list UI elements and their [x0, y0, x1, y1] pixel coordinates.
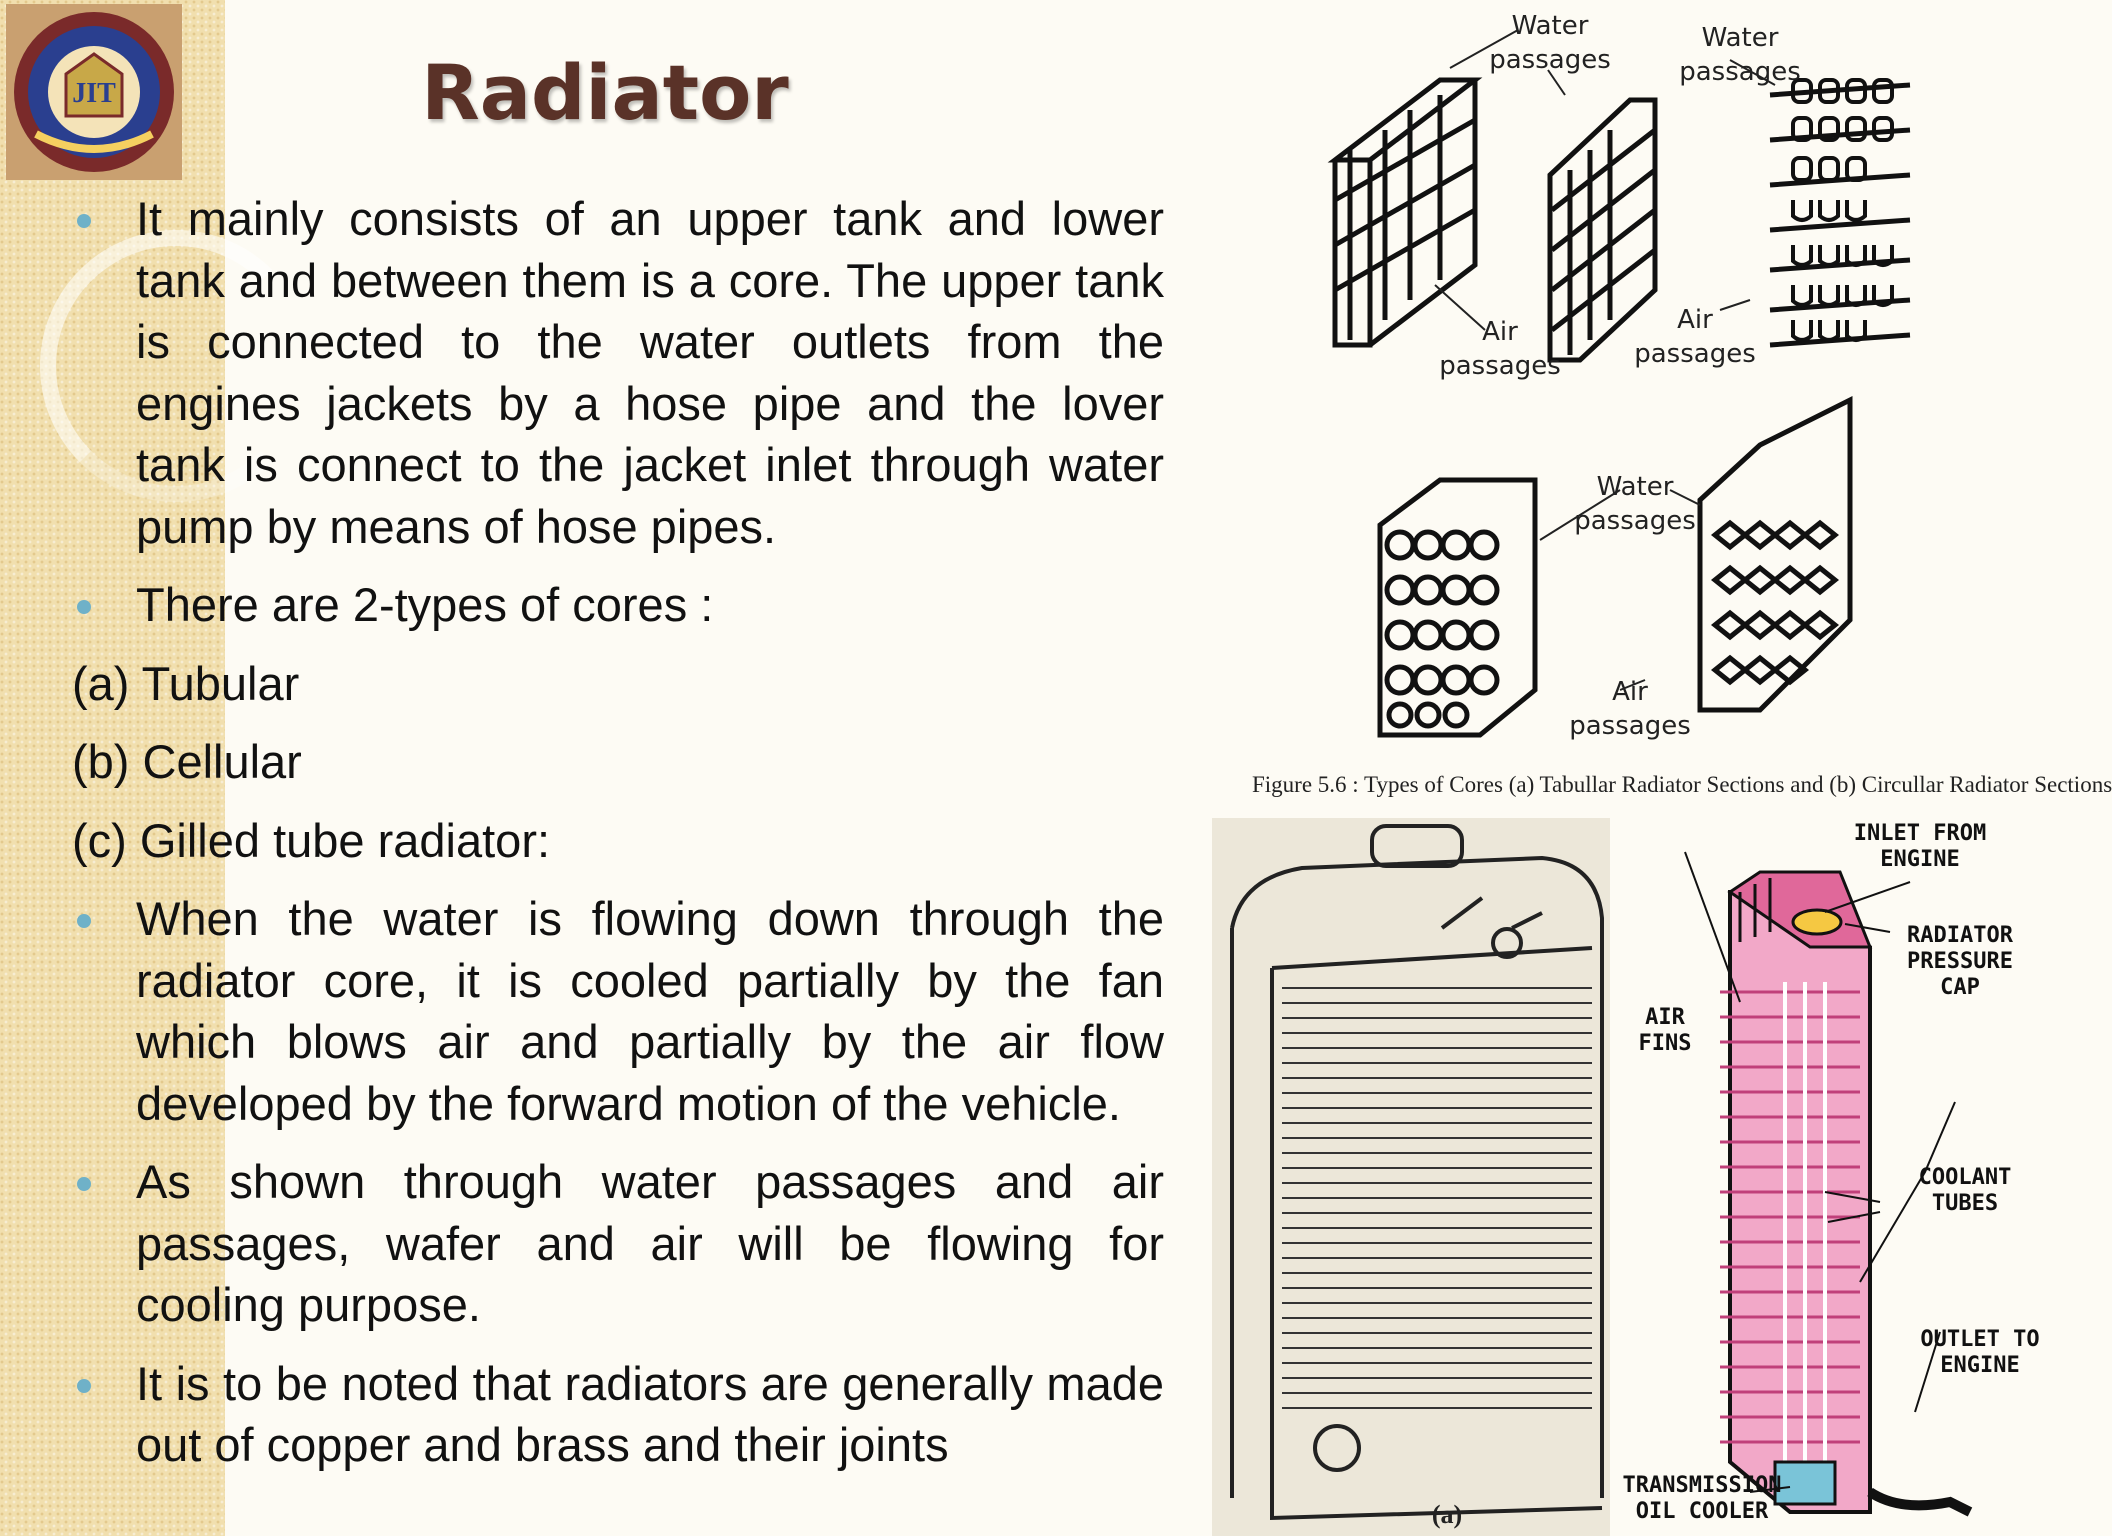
cutaway-label: TRANSMISSION — [1623, 1473, 1782, 1498]
cores-label: passages — [1439, 351, 1561, 381]
sub-item: (a) Tubular — [72, 656, 300, 710]
cores-label: passages — [1489, 45, 1611, 75]
figure-caption: Figure 5.6 : Types of Cores (a) Tabullar… — [1252, 772, 2112, 797]
cutaway-label: ENGINE — [1940, 1353, 2019, 1378]
bullet-item: It mainly consists of an upper tank and … — [72, 188, 1164, 557]
cores-label: Air — [1677, 305, 1713, 335]
cutaway-label: PRESSURE — [1907, 949, 2013, 974]
cutaway-label: AIR — [1645, 1005, 1685, 1030]
pressure-cap-icon — [1791, 908, 1843, 936]
cutaway-label: TUBES — [1932, 1191, 1998, 1216]
cores-label: Air — [1612, 677, 1648, 707]
cores-label: passages — [1679, 57, 1801, 87]
cores-label: passages — [1569, 711, 1691, 741]
cutaway-label: CAP — [1940, 975, 1980, 1000]
bullet-item: It is to be noted that radiators are gen… — [72, 1353, 1164, 1476]
radiator-figure-label: (a) — [1432, 1500, 1462, 1529]
slide-body: It mainly consists of an upper tank and … — [72, 188, 1164, 1493]
cutaway-label: INLET FROM — [1854, 821, 1986, 846]
cores-label: Water — [1702, 23, 1779, 53]
bullet-item: As shown through water passages and air … — [72, 1151, 1164, 1336]
cutaway-label: FINS — [1639, 1031, 1692, 1056]
institution-logo: JIT — [6, 4, 182, 180]
sub-item: (b) Cellular — [72, 735, 302, 788]
cores-label: passages — [1634, 339, 1756, 369]
cutaway-label: ENGINE — [1880, 847, 1959, 872]
radiator-fins — [1282, 987, 1592, 1409]
slide-title: Radiator — [421, 48, 789, 137]
cutaway-label: OIL COOLER — [1636, 1499, 1769, 1524]
cores-diagram: Water passages Water passages Air passag… — [1327, 11, 1911, 741]
cores-label: Air — [1482, 317, 1518, 347]
cutaway-label: OUTLET TO — [1920, 1327, 2039, 1352]
logo-text: JIT — [72, 78, 116, 109]
bullet-item: There are 2-types of cores : — [72, 574, 1164, 636]
cores-label: Water — [1512, 11, 1589, 41]
radiator-cutaway: INLET FROM ENGINE RADIATOR PRESSURE CAP … — [1610, 812, 2040, 1536]
sub-item: (c) Gilled tube radiator: — [72, 813, 551, 867]
cutaway-label: COOLANT — [1919, 1165, 2012, 1190]
bullet-item: When the water is flowing down through t… — [72, 888, 1164, 1134]
radiator-body — [1728, 890, 1872, 1514]
oil-cooler-icon — [1773, 1460, 1837, 1506]
cutaway-label: RADIATOR — [1907, 923, 2014, 948]
cores-label: passages — [1574, 506, 1696, 536]
cores-label: Water — [1597, 472, 1674, 502]
radiator-drawing: (a) — [1212, 818, 1610, 1536]
